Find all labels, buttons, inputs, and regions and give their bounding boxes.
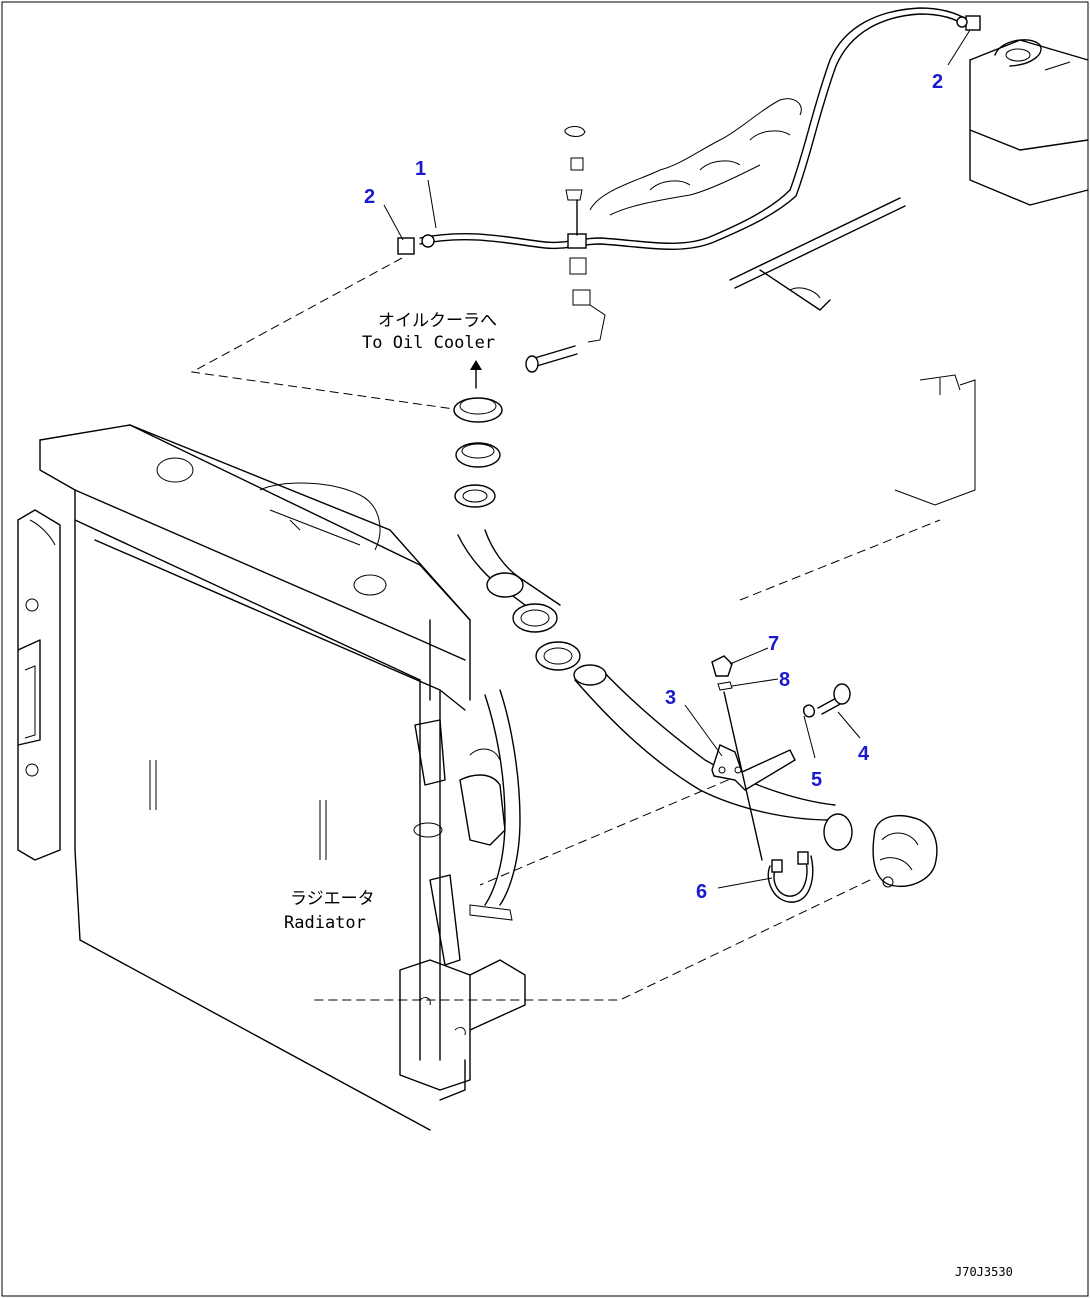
callout-5: 5 (811, 769, 822, 791)
radiator-label-en: Radiator (284, 913, 366, 933)
reservoir-tank (969, 39, 1089, 206)
oil-cooler-label-en: To Oil Cooler (362, 333, 495, 353)
callout-6: 6 (696, 881, 707, 903)
callout-7: 7 (768, 633, 779, 655)
oil-cooler-label-jp: オイルクーラへ (378, 311, 497, 331)
radiator-hose (457, 529, 853, 851)
callout-4: 4 (858, 743, 870, 765)
drawing-code: J70J3530 (955, 1265, 1013, 1279)
callout-3: 3 (665, 687, 676, 709)
engine-outline (589, 98, 906, 311)
frame-lines (894, 374, 976, 506)
callout-2-right: 2 (932, 71, 943, 93)
callout-1: 1 (415, 158, 426, 180)
hose-clamps (453, 397, 503, 508)
hose-assembly (397, 7, 981, 255)
bolt-stack (525, 126, 606, 373)
radiator-label-jp: ラジエータ (290, 889, 375, 909)
radiator-body (17, 424, 526, 1131)
pump-unit (872, 814, 938, 888)
callout-8: 8 (779, 669, 790, 691)
oil-cooler-arrow (470, 360, 482, 389)
bracket-assembly (711, 655, 851, 903)
callout-2-left: 2 (364, 186, 375, 208)
clip-right (965, 15, 981, 31)
leader-lines (383, 29, 971, 889)
clip-left (397, 237, 415, 255)
